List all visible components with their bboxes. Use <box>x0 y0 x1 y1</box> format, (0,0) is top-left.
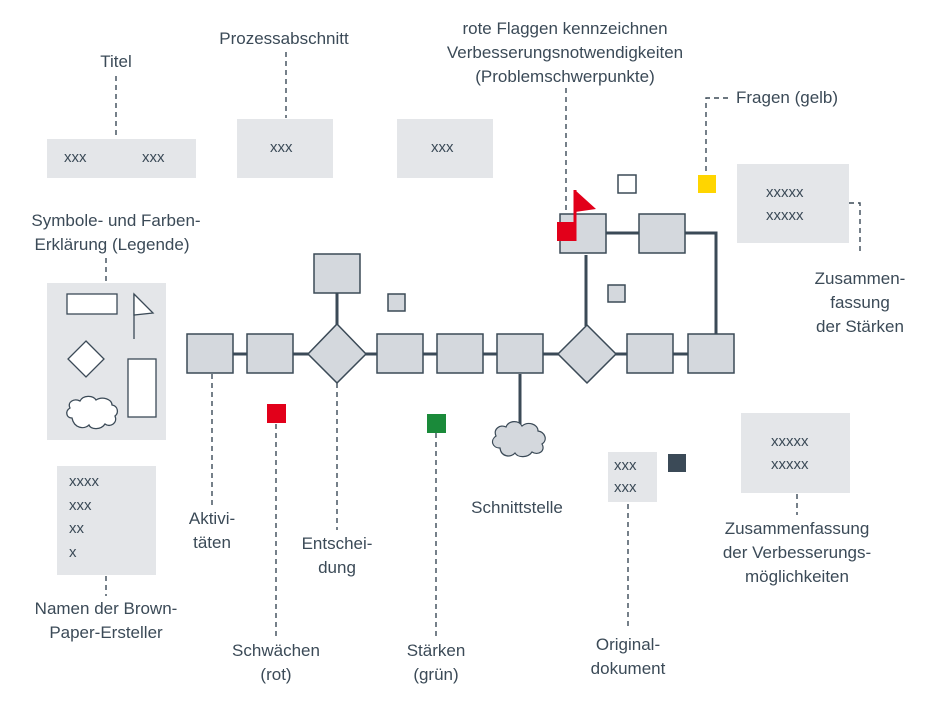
red-flag-icon <box>575 190 596 212</box>
small-gray-marker-2 <box>607 284 626 303</box>
label-verbesserung-1: Zusammenfassung <box>724 519 870 538</box>
label-verbesserung-3: möglichkeiten <box>745 567 849 586</box>
legend-diamond-icon <box>67 340 105 378</box>
leader-fragen <box>705 97 728 172</box>
label-verbesserung-2: der Verbesserungs- <box>722 543 872 562</box>
process-box-7 <box>687 333 735 374</box>
label-legende-2: Erklärung (Legende) <box>34 235 190 254</box>
title-panel <box>47 139 196 178</box>
improvement-summary-line-2: xxxxx <box>771 456 809 473</box>
names-line-1: xxxx <box>69 473 99 490</box>
original-line-1: xxx <box>614 457 637 474</box>
process-panel-b-text: xxx <box>431 139 454 156</box>
label-flaggen-1: rote Flaggen kennzeichnen <box>462 19 668 38</box>
process-panel-b <box>397 119 493 178</box>
label-schwaechen-2: (rot) <box>260 665 292 684</box>
process-box-upper-2 <box>638 213 686 254</box>
label-originaldokument-1: Original- <box>595 635 661 654</box>
legend-rect-icon <box>66 293 118 315</box>
label-staerken-summary-1: Zusammen- <box>814 269 906 288</box>
process-panel-a <box>237 119 333 178</box>
names-line-3: xx <box>69 520 84 537</box>
label-staerken-2: (grün) <box>413 665 459 684</box>
process-box-top <box>313 253 361 294</box>
label-prozessabschnitt: Prozessabschnitt <box>219 29 349 48</box>
title-panel-text-a: xxx <box>64 149 87 166</box>
leader-staerken-summary <box>849 202 861 255</box>
label-aktivitaeten-2: täten <box>193 533 231 552</box>
connector-branch-right <box>684 231 718 334</box>
title-panel-text-b: xxx <box>142 149 165 166</box>
label-entscheidung-2: dung <box>318 558 356 577</box>
question-marker-yellow <box>698 175 716 193</box>
improvement-summary-line-1: xxxxx <box>771 433 809 450</box>
names-line-2: xxx <box>69 497 92 514</box>
label-fragen: Fragen (gelb) <box>736 88 839 107</box>
names-panel <box>57 466 156 575</box>
process-box-2 <box>246 333 294 374</box>
original-line-2: xxx <box>614 479 637 496</box>
label-staerken-summary-2: fassung <box>830 293 890 312</box>
process-box-3 <box>376 333 424 374</box>
strengths-summary-panel <box>737 164 849 243</box>
label-namen-1: Namen der Brown- <box>34 599 178 618</box>
process-panel-a-text: xxx <box>270 139 293 156</box>
decision-diamond-1 <box>306 322 368 385</box>
strengths-summary-line-2: xxxxx <box>766 207 804 224</box>
legend-cloud-icon <box>66 395 119 430</box>
red-flag-square <box>557 222 575 241</box>
label-schnittstelle: Schnittstelle <box>471 498 563 517</box>
original-document-panel <box>608 452 657 502</box>
strength-marker-green <box>427 414 446 433</box>
decision-diamond-2 <box>556 323 618 385</box>
improvement-summary-panel <box>741 413 850 493</box>
legend-document-icon <box>127 358 157 418</box>
legend-flag-icon <box>133 292 155 316</box>
interface-cloud-icon <box>491 421 546 458</box>
question-marker-white <box>617 174 637 194</box>
label-entscheidung-1: Entschei- <box>301 534 373 553</box>
label-originaldokument-2: dokument <box>590 659 666 678</box>
names-line-4: x <box>69 544 77 561</box>
strengths-summary-line-1: xxxxx <box>766 184 804 201</box>
label-flaggen-2: Verbesserungsnotwendigkeiten <box>446 43 684 62</box>
weakness-marker-red <box>267 404 286 423</box>
process-box-1 <box>186 333 234 374</box>
label-staerken-1: Stärken <box>406 641 466 660</box>
label-legende-1: Symbole- und Farben- <box>31 211 201 230</box>
process-box-4 <box>436 333 484 374</box>
process-box-6 <box>626 333 674 374</box>
document-marker-dark <box>668 454 686 472</box>
label-namen-2: Paper-Ersteller <box>49 623 163 642</box>
small-gray-marker-1 <box>387 293 406 312</box>
label-aktivitaeten-1: Aktivi- <box>188 509 236 528</box>
label-schwaechen-1: Schwächen <box>232 641 320 660</box>
label-staerken-summary-3: der Stärken <box>816 317 904 336</box>
label-titel: Titel <box>100 52 132 71</box>
process-box-5 <box>496 333 544 374</box>
label-flaggen-3: (Problemschwerpunkte) <box>475 67 655 86</box>
